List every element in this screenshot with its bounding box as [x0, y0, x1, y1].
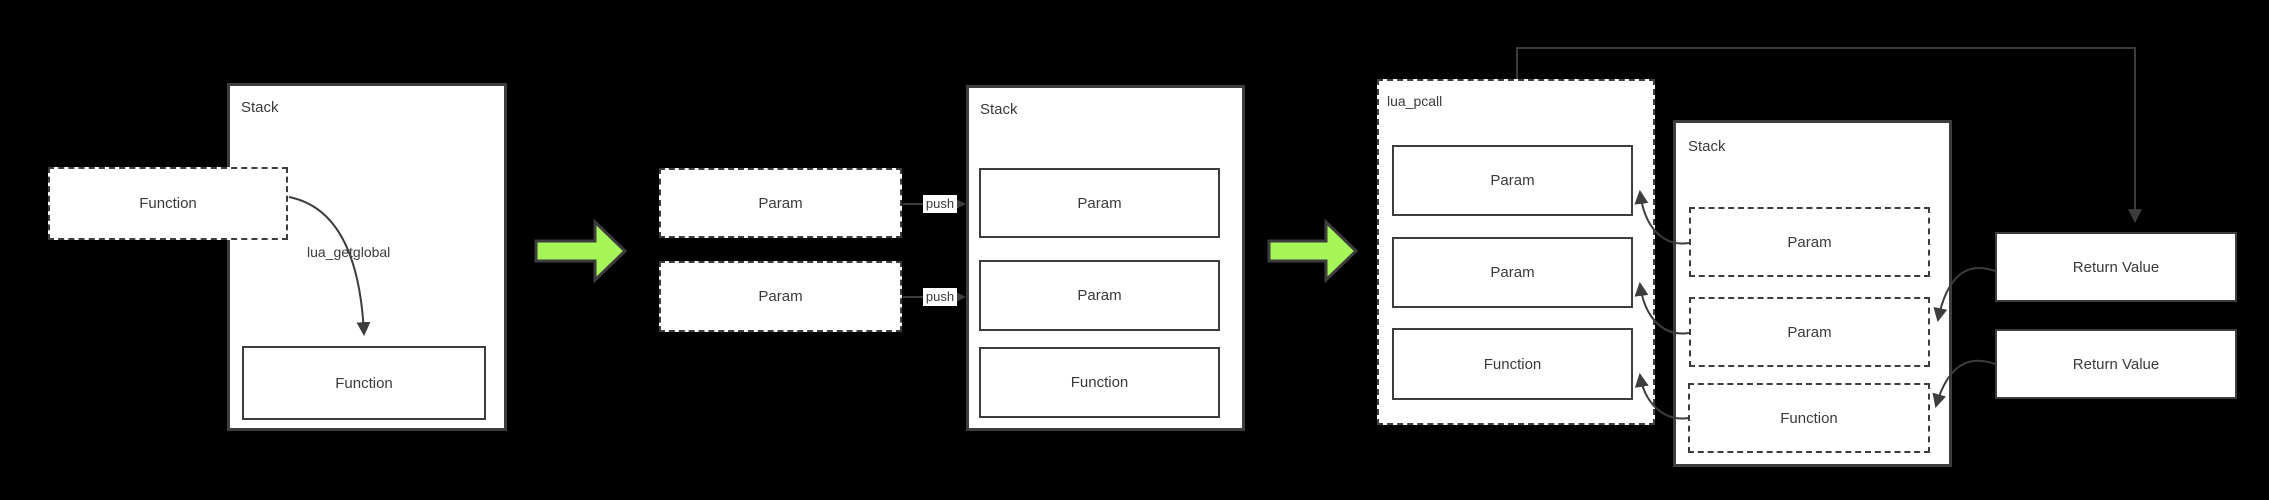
step1-external-function-label: Function: [139, 195, 197, 212]
step3-pcall-title: lua_pcall: [1387, 93, 1443, 109]
step2-push-top-label: push: [923, 195, 957, 213]
step2-stack-title: Stack: [980, 101, 1018, 118]
step1-stack-title: Stack: [241, 99, 279, 116]
step3-pcall-function-box: Function: [1392, 328, 1633, 400]
step2-stack-param-middle-label: Param: [1077, 287, 1122, 304]
step3-stack-param-top-label: Param: [1787, 233, 1832, 251]
step3-stack-param-top-box: Param: [1689, 207, 1930, 277]
step3-stack-param-middle-label: Param: [1787, 323, 1832, 341]
step3-stack-title: Stack: [1688, 138, 1726, 155]
step1-external-function-box: Function: [48, 167, 288, 240]
step2-to-step3-green-arrow-icon: [1267, 218, 1359, 284]
step3-pcall-param-top-box: Param: [1392, 145, 1633, 216]
step3-stack-function-box: Function: [1688, 383, 1930, 453]
step3-pcall-param-top-label: Param: [1490, 172, 1535, 189]
step3-return-value-bottom-box: Return Value: [1995, 329, 2237, 399]
step2-external-param-top-box: Param: [659, 168, 902, 238]
step1-lua-getglobal-label: lua_getglobal: [307, 244, 391, 260]
step1-to-step2-green-arrow-icon: [534, 218, 628, 284]
step3-pcall-param-middle-label: Param: [1490, 264, 1535, 281]
step2-external-param-bottom-box: Param: [659, 261, 902, 332]
step2-stack-function-box: Function: [979, 347, 1220, 418]
step2-stack-param-top-box: Param: [979, 168, 1220, 238]
step2-external-param-top-label: Param: [758, 194, 803, 212]
step3-return-value-top-box: Return Value: [1995, 232, 2237, 302]
step1-stack-function-label: Function: [335, 374, 393, 392]
step2-stack-param-middle-box: Param: [979, 260, 1220, 331]
step3-pcall-param-middle-box: Param: [1392, 237, 1633, 308]
step2-external-param-bottom-label: Param: [758, 288, 803, 305]
step1-stack-function-box: Function: [242, 346, 486, 420]
step3-pcall-function-label: Function: [1483, 355, 1542, 373]
step3-stack-function-label: Function: [1780, 409, 1838, 427]
step3-return-value-bottom-label: Return Value: [2072, 355, 2160, 373]
step2-stack-param-top-label: Param: [1077, 194, 1122, 212]
step3-stack-param-middle-box: Param: [1689, 297, 1930, 367]
step3-return-value-top-label: Return Value: [2072, 258, 2160, 276]
step2-push-bottom-label: push: [923, 288, 957, 306]
step2-stack-function-label: Function: [1070, 374, 1129, 391]
